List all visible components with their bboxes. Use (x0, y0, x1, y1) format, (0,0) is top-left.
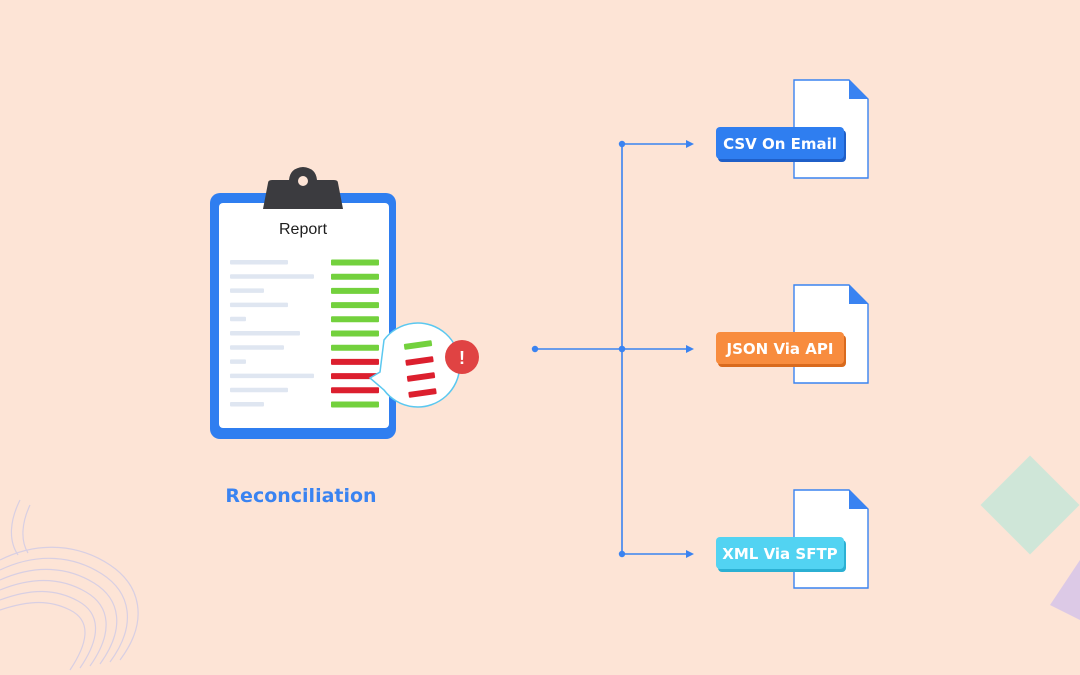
report-text-line (230, 274, 314, 279)
callout-bar-error (406, 372, 436, 382)
output-file-card: XML Via SFTP (716, 489, 869, 589)
report-status-bar-ok (331, 302, 379, 309)
decor-diamond-top (980, 455, 1080, 555)
output-branches (618, 140, 694, 558)
callout-bar-error (405, 356, 434, 366)
connector-lines (531, 144, 626, 554)
decor-wave-lines (0, 499, 139, 671)
report-clipboard: Report (210, 167, 396, 439)
format-badge-label: JSON Via API (726, 340, 834, 358)
file-corner-fold (849, 285, 868, 304)
report-text-line (230, 260, 288, 265)
reconciliation-caption: Reconciliation (225, 485, 376, 507)
format-badge (716, 127, 844, 159)
file-corner-fold (849, 80, 868, 99)
callout-bar-ok (403, 340, 433, 350)
format-badge (716, 332, 844, 364)
clipboard-paper (219, 203, 389, 428)
branch-arrowhead (686, 550, 694, 558)
report-status-bar-ok (331, 316, 379, 323)
background-decor (0, 455, 1080, 671)
connector-dot-input (531, 345, 539, 353)
output-file-card: JSON Via API (716, 284, 869, 384)
report-status-bar-ok (331, 344, 379, 351)
report-text-line (230, 373, 314, 379)
discrepancy-callout: ! (368, 322, 479, 408)
alert-symbol: ! (459, 348, 465, 368)
report-status-bar-ok (331, 330, 379, 337)
report-text-line (230, 402, 264, 407)
branch-arrowhead (686, 345, 694, 353)
report-status-bar-error (331, 358, 379, 365)
callout-bars (403, 340, 437, 398)
report-text-line (230, 345, 284, 350)
report-status-bar-error (331, 387, 379, 394)
report-text-line (230, 359, 246, 364)
report-text-line (230, 331, 300, 336)
format-badge-label: XML Via SFTP (722, 545, 837, 563)
report-status-bar-error (331, 373, 379, 380)
report-status-bar-ok (331, 259, 379, 266)
report-title: Report (279, 221, 328, 238)
format-badge (716, 537, 844, 569)
file-corner-fold (849, 490, 868, 509)
output-file-card: CSV On Email (716, 79, 869, 179)
callout-bar-error (408, 388, 437, 398)
report-status-bar-ok (331, 287, 379, 294)
report-text-line (230, 302, 288, 308)
report-rows (230, 259, 379, 408)
report-text-line (230, 387, 288, 393)
report-text-line (230, 316, 246, 322)
decor-triangle (1050, 560, 1080, 620)
report-text-line (230, 288, 264, 293)
report-status-bar-ok (331, 273, 379, 280)
format-badge-label: CSV On Email (723, 135, 837, 153)
alert-icon: ! (445, 340, 479, 374)
clipboard-clip (263, 167, 343, 209)
branch-arrowhead (686, 140, 694, 148)
report-status-bar-ok (331, 401, 379, 408)
